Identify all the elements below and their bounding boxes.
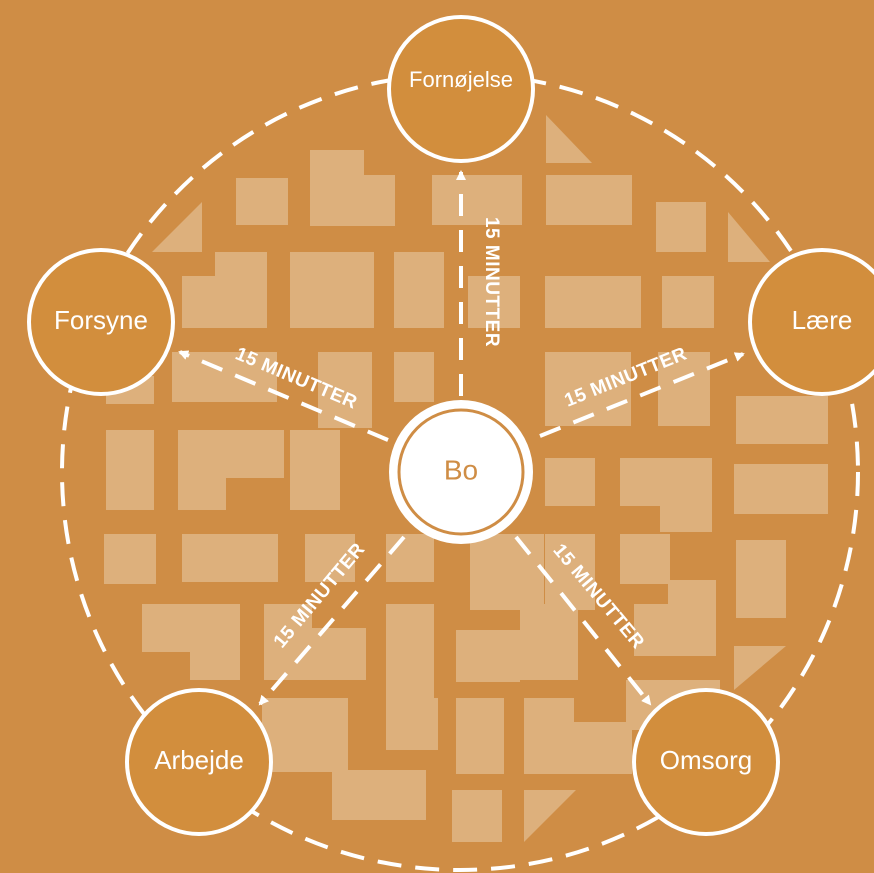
node-right: Lære xyxy=(748,248,874,396)
arrows xyxy=(178,170,745,706)
node-label-top: Fornøjelse xyxy=(409,67,513,92)
arrow-bottom-left xyxy=(258,535,406,706)
node-label-right: Lære xyxy=(792,305,853,335)
node-top: Fornøjelse xyxy=(387,15,535,163)
node-left: Forsyne xyxy=(27,248,175,396)
node-label-center: Bo xyxy=(444,454,478,485)
node-center: Bo xyxy=(389,400,533,544)
arrow-left xyxy=(178,350,389,442)
city-blocks xyxy=(104,115,828,842)
node-label-bottom-right: Omsorg xyxy=(660,745,752,775)
node-label-bottom-left: Arbejde xyxy=(154,745,244,775)
node-bottom-left: Arbejde xyxy=(125,688,273,836)
node-bottom-right: Omsorg xyxy=(632,688,780,836)
arrow-right xyxy=(539,352,745,438)
edge-label-top: 15 MINUTTER xyxy=(481,217,502,347)
node-label-left: Forsyne xyxy=(54,305,148,335)
